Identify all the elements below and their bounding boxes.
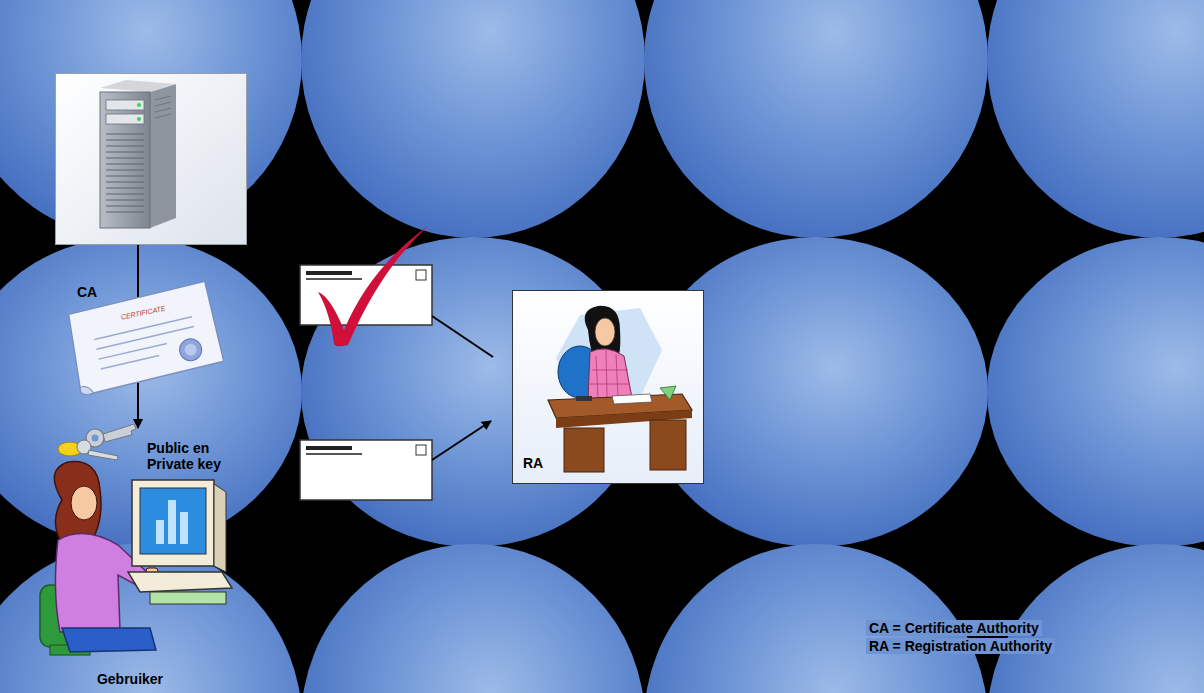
text-label: RA = Registration Authority bbox=[866, 638, 1055, 654]
server-icon bbox=[55, 73, 247, 245]
certificate-icon bbox=[64, 281, 225, 396]
text-label: Public en Private key bbox=[147, 440, 243, 472]
node-label: Gebruiker bbox=[30, 671, 230, 687]
node-label: RA bbox=[523, 455, 543, 471]
node-label: CA bbox=[77, 284, 97, 300]
key-icon bbox=[58, 424, 136, 460]
node-box: RA bbox=[512, 290, 704, 484]
registration-officer-icon bbox=[512, 290, 704, 484]
user-figure bbox=[40, 462, 232, 655]
check-mark bbox=[318, 226, 428, 346]
envelope-line bbox=[432, 316, 493, 357]
text-label: CA = Certificate Authority bbox=[866, 620, 1042, 636]
envelope-arrow bbox=[432, 421, 491, 460]
node-box: CA bbox=[55, 73, 247, 245]
